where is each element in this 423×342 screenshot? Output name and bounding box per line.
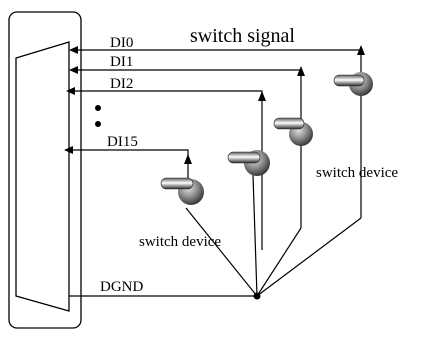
toggle-switch-icon — [333, 72, 373, 96]
ellipsis-dot — [95, 105, 101, 111]
label-di0: DI0 — [110, 35, 133, 51]
toggle-switch-icon — [273, 117, 313, 146]
signal-line-di1 — [69, 66, 302, 228]
diagram-title: switch signal — [190, 25, 295, 47]
label-di15: DI15 — [107, 134, 138, 150]
device-label-left: switch device — [139, 234, 221, 250]
label-dgnd: DGND — [100, 279, 143, 295]
ellipsis-dot — [95, 121, 101, 127]
toggle-switch-icon — [227, 150, 270, 176]
arrow-up-icon — [184, 154, 192, 164]
label-di1: DI1 — [110, 54, 133, 70]
ground-wire-4 — [256, 217, 362, 297]
arrow-up-icon — [357, 45, 365, 55]
label-di2: DI2 — [110, 76, 133, 92]
connector-body — [15, 41, 70, 312]
signal-line-di0 — [69, 46, 362, 218]
signal-line-di15 — [64, 146, 189, 183]
arrow-up-icon — [258, 91, 266, 101]
ground-wire-3 — [256, 227, 302, 297]
connector-frame — [8, 11, 82, 329]
device-label-right: switch device — [316, 165, 398, 181]
toggle-switch-icon — [160, 177, 204, 205]
arrow-up-icon — [297, 66, 305, 76]
ground-wire-2 — [252, 174, 258, 297]
signal-line-di2 — [66, 87, 263, 250]
ground-wire-1 — [185, 207, 258, 297]
